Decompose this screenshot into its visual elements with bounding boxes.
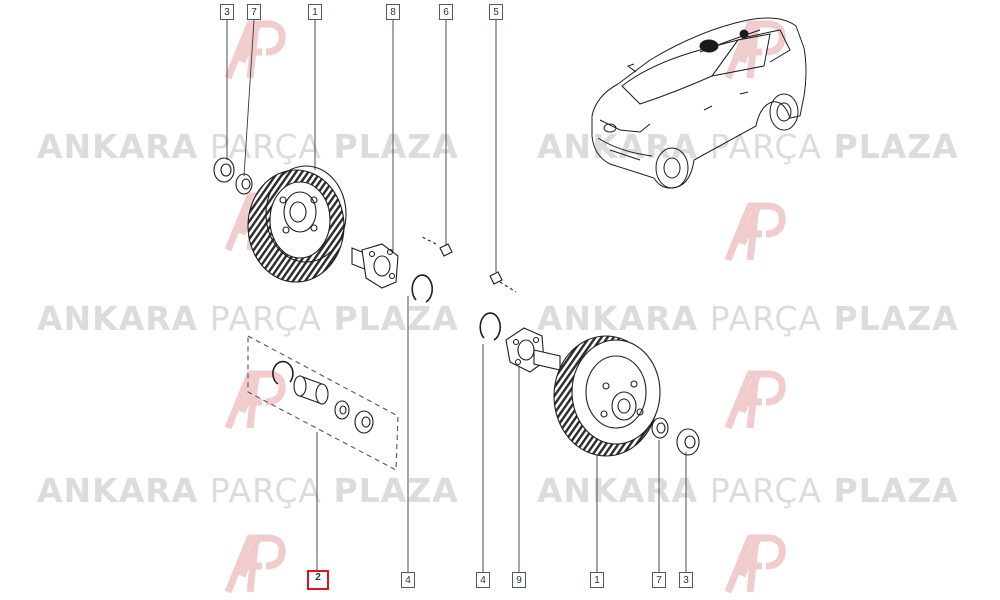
ap-monogram-icon bbox=[224, 370, 286, 430]
wheel-hub-icon bbox=[351, 243, 399, 289]
hub-nut-icon bbox=[651, 417, 669, 439]
watermark-text: ANKARA PARÇA PLAZA bbox=[37, 299, 459, 338]
callout-7: 7 bbox=[247, 4, 261, 20]
watermark-text: ANKARA PARÇA PLAZA bbox=[37, 471, 459, 510]
washer-icon bbox=[213, 157, 235, 183]
ap-monogram-icon bbox=[724, 202, 786, 262]
callout-1: 1 bbox=[590, 572, 604, 588]
leader-lines-top bbox=[226, 19, 497, 272]
leader-lines-bottom bbox=[316, 296, 687, 572]
ap-monogram-icon bbox=[724, 20, 786, 80]
bearing-kit-outline bbox=[247, 335, 399, 471]
circlip-ring-icon bbox=[479, 312, 501, 341]
bolt-icon bbox=[489, 271, 517, 293]
callout-4: 4 bbox=[401, 572, 415, 588]
callout-6: 6 bbox=[439, 4, 453, 20]
watermark-text: ANKARA PARÇA PLAZA bbox=[537, 299, 959, 338]
ap-monogram-icon bbox=[224, 534, 286, 594]
callout-5: 5 bbox=[489, 4, 503, 20]
callout-1: 1 bbox=[308, 4, 322, 20]
watermark-text: ANKARA PARÇA PLAZA bbox=[37, 127, 459, 166]
watermark-text: ANKARA PARÇA PLAZA bbox=[537, 471, 959, 510]
bolt-icon bbox=[419, 235, 453, 257]
ap-monogram-icon bbox=[724, 534, 786, 594]
callout-3: 3 bbox=[220, 4, 234, 20]
brake-drum-icon bbox=[553, 335, 661, 457]
callout-2-highlighted[interactable]: 2 bbox=[307, 570, 329, 590]
wheel-hub-icon bbox=[505, 327, 561, 373]
brake-drum-icon bbox=[247, 165, 347, 283]
suv-vehicle-icon bbox=[591, 17, 807, 189]
wheel-bearing-icon bbox=[272, 360, 374, 434]
circlip-ring-icon bbox=[411, 274, 433, 303]
callout-3: 3 bbox=[679, 572, 693, 588]
hub-nut-icon bbox=[235, 173, 253, 195]
callout-4: 4 bbox=[476, 572, 490, 588]
ap-monogram-icon bbox=[724, 370, 786, 430]
watermark-text: ANKARA PARÇA PLAZA bbox=[537, 127, 959, 166]
callout-7: 7 bbox=[652, 572, 666, 588]
callout-8: 8 bbox=[386, 4, 400, 20]
washer-icon bbox=[676, 428, 700, 456]
callout-9: 9 bbox=[512, 572, 526, 588]
